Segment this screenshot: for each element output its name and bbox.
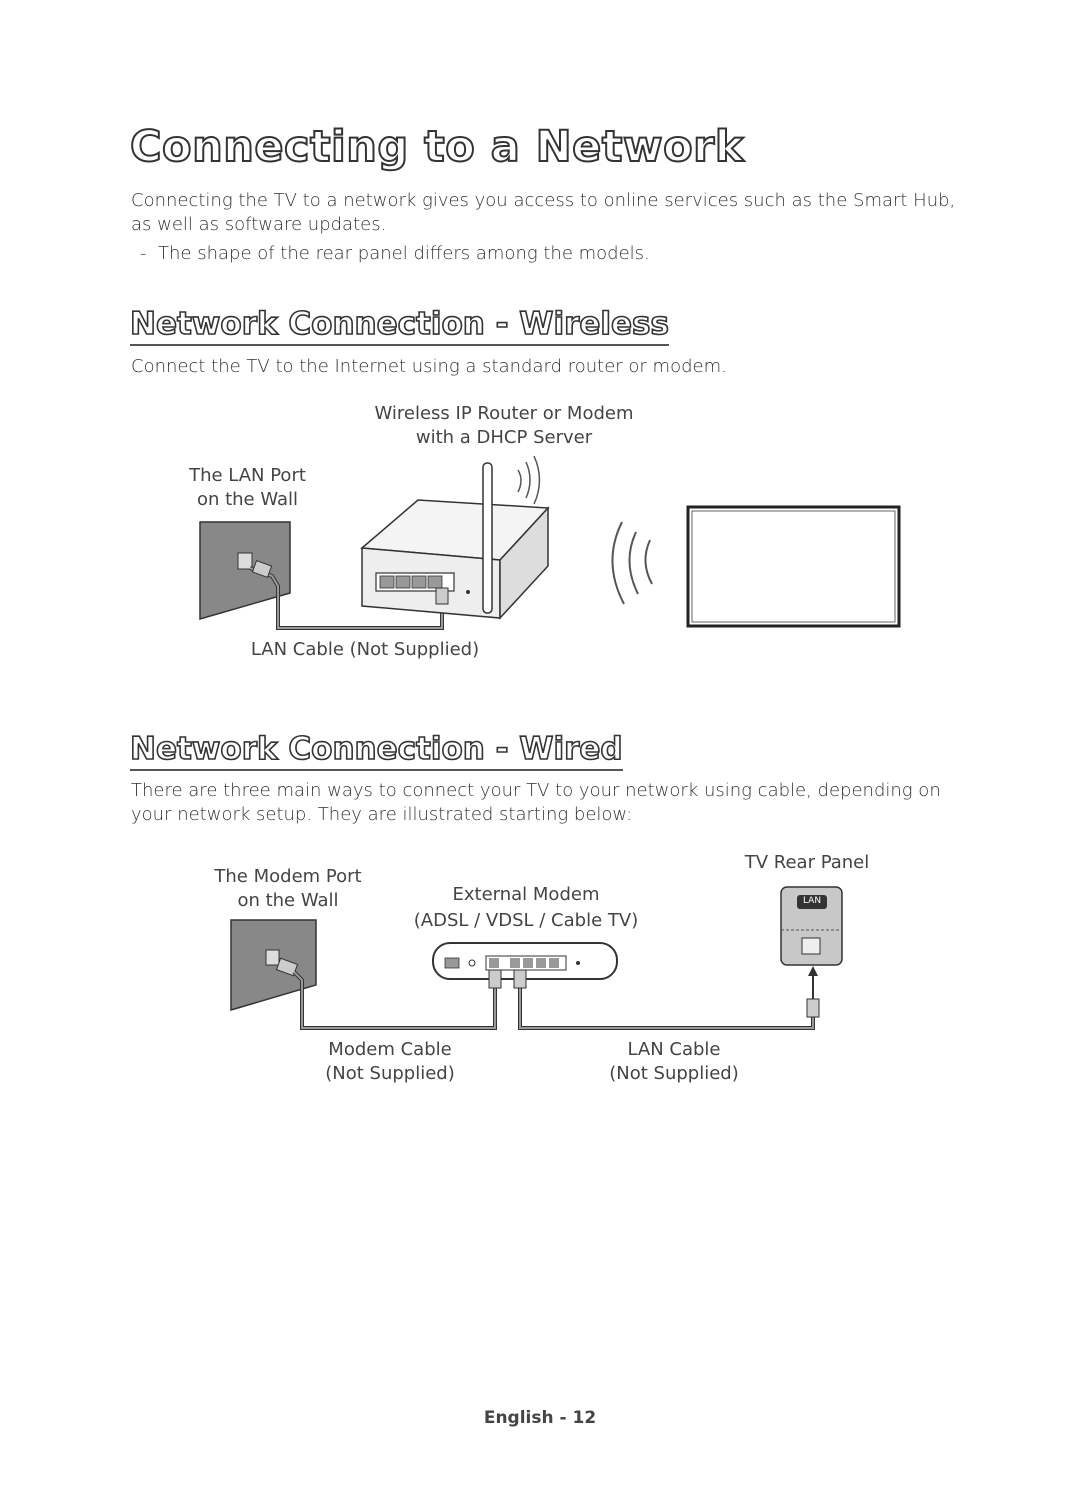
note: -The shape of the rear panel differs amo… [140, 242, 650, 266]
lan-plug-router [435, 587, 449, 605]
wired-description-line2: your network setup. They are illustrated… [131, 804, 633, 825]
lan-cable-wired [518, 985, 815, 1030]
tv-rear-panel-label: TV Rear Panel [744, 852, 870, 873]
router-body-side [499, 506, 549, 620]
router-antenna [482, 462, 493, 614]
wireless-diagram [199, 455, 901, 630]
note-text: The shape of the rear panel differs amon… [158, 243, 650, 264]
lan-wall-label-line2: on the Wall [196, 489, 299, 510]
modem-wall-socket [265, 949, 280, 966]
lan-plug-wall [251, 559, 273, 579]
router-label-line1: Wireless IP Router or Modem [374, 403, 634, 424]
intro-text: Connecting the TV to a network gives you… [131, 190, 956, 235]
tv-lan-port [801, 937, 821, 955]
modem-cable-label-line2: (Not Supplied) [325, 1063, 455, 1084]
wired-description-line1: There are three main ways to connect you… [131, 780, 941, 801]
lan-wall-socket [237, 552, 253, 570]
external-modem-label-line2: (ADSL / VDSL / Cable TV) [413, 910, 639, 931]
lan-badge-bg [797, 895, 827, 909]
router-wifi-waves [517, 455, 541, 505]
lan-wall-plate [199, 521, 291, 620]
modem-wall-label-line1: The Modem Port [214, 866, 362, 887]
modem-wall-label-line2: on the Wall [237, 890, 339, 911]
wired-diagram [230, 886, 843, 1030]
lan-wall-label-line1: The LAN Port [189, 465, 306, 486]
wired-heading: Network Connection - Wired [129, 730, 623, 771]
lan-badge: LAN [802, 896, 822, 906]
tv-wifi-waves [611, 521, 653, 605]
modem-plug-wall [275, 957, 299, 977]
modem-cable [292, 970, 497, 1030]
external-modem-label-line1: External Modem [452, 884, 600, 905]
lan-cable-label: LAN Cable (Not Supplied) [250, 639, 480, 660]
tv-screen [686, 505, 901, 628]
wireless-description: Connect the TV to the Internet using a s… [131, 356, 727, 377]
router-label-line2: with a DHCP Server [415, 427, 593, 448]
wireless-heading: Network Connection - Wireless [129, 305, 670, 346]
modem-cable-label-line1: Modem Cable [328, 1039, 452, 1060]
lan-cable-wired-label-line2: (Not Supplied) [609, 1063, 739, 1084]
modem-plug-2 [513, 969, 527, 989]
tv-lan-plug [806, 998, 820, 1018]
lan-cable-wired-label-line1: LAN Cable [627, 1039, 721, 1060]
page-number: English - 12 [483, 1408, 597, 1428]
note-dash: - [140, 243, 147, 264]
page-title: Connecting to a Network [129, 121, 744, 173]
modem-plug-1 [488, 969, 502, 989]
